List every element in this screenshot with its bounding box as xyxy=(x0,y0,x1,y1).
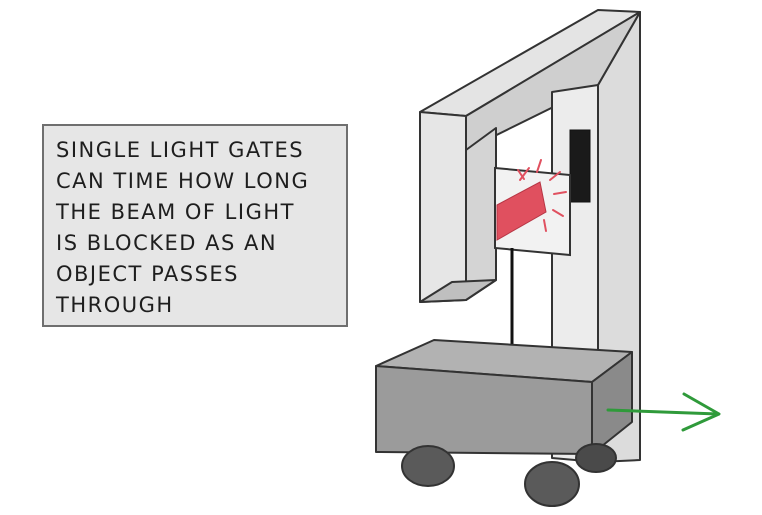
trolley-front xyxy=(375,365,593,455)
caption-line: IS BLOCKED AS AN xyxy=(56,231,278,255)
caption-line: OBJECT PASSES xyxy=(56,262,240,286)
frame-left-arm-front xyxy=(419,111,467,303)
beam-spark-icon xyxy=(517,159,567,232)
wheel-rear-right xyxy=(575,443,617,473)
caption-box: SINGLE LIGHT GATES CAN TIME HOW LONG THE… xyxy=(42,124,348,327)
light-beam-icon xyxy=(496,181,547,241)
frame-left-arm-side xyxy=(465,127,497,301)
trolley xyxy=(375,339,633,507)
wheel-front-right xyxy=(524,461,580,507)
arrow-right-icon xyxy=(606,392,721,432)
caption-line: SINGLE LIGHT GATES xyxy=(56,138,305,162)
caption-line: THROUGH xyxy=(56,293,174,317)
interrupter-card xyxy=(494,159,571,355)
caption-line: CAN TIME HOW LONG xyxy=(56,169,310,193)
frame-left-arm-bottom xyxy=(419,279,497,303)
wheel-front-left xyxy=(401,445,455,487)
sensor-block xyxy=(569,129,591,203)
caption-line: THE BEAM OF LIGHT xyxy=(56,200,295,224)
light-gate-frame xyxy=(419,9,641,463)
